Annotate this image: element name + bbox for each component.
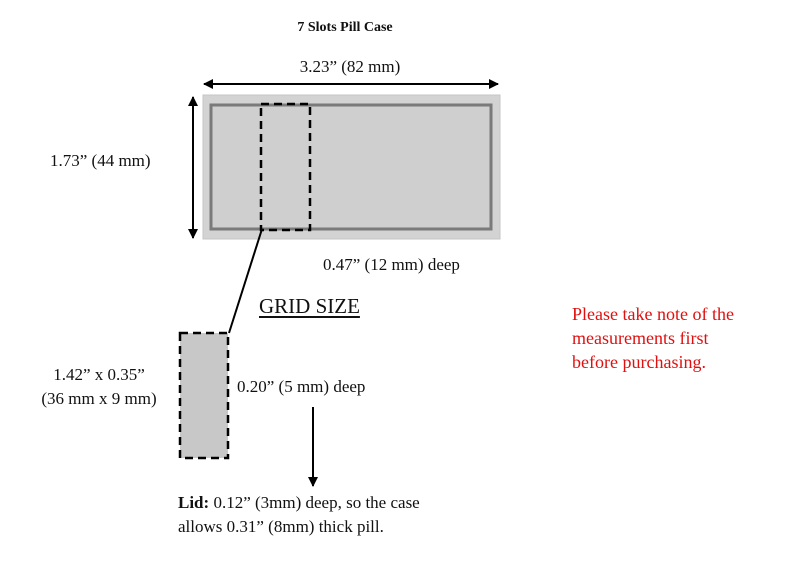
lid-note-line-2: allows 0.31” (8mm) thick pill. xyxy=(178,517,384,536)
notice-line-1: Please take note of the xyxy=(572,304,734,324)
case-width-label: 3.23” (82 mm) xyxy=(299,57,401,76)
grid-size-heading: GRID SIZE xyxy=(259,294,360,318)
notice-line-2: measurements first xyxy=(572,328,709,348)
grid-size-line-2: (36 mm x 9 mm) xyxy=(41,389,157,408)
lid-bold-label: Lid: xyxy=(178,493,210,512)
pill-case-inner-tray xyxy=(209,103,493,231)
notice-line-3: before purchasing. xyxy=(572,352,706,372)
grid-size-line-1: 1.42” x 0.35” xyxy=(53,365,145,384)
case-height-label: 1.73” (44 mm) xyxy=(50,151,151,170)
grid-size-label: 1.42” x 0.35” (36 mm x 9 mm) xyxy=(24,363,174,411)
grid-slot-detail xyxy=(178,331,230,460)
diagram-title: 7 Slots Pill Case xyxy=(297,20,393,35)
lid-note-line-1: Lid: 0.12” (3mm) deep, so the case xyxy=(178,491,420,515)
slot-connector-line xyxy=(228,228,263,334)
grid-depth-label: 0.20” (5 mm) deep xyxy=(237,377,366,396)
lid-note: Lid: 0.12” (3mm) deep, so the case allow… xyxy=(178,491,420,539)
case-depth-label: 0.47” (12 mm) deep xyxy=(323,255,460,274)
lid-note-line-1-text: 0.12” (3mm) deep, so the case xyxy=(209,493,420,512)
purchase-notice: Please take note of the measurements fir… xyxy=(572,302,734,374)
highlighted-slot xyxy=(259,102,312,232)
